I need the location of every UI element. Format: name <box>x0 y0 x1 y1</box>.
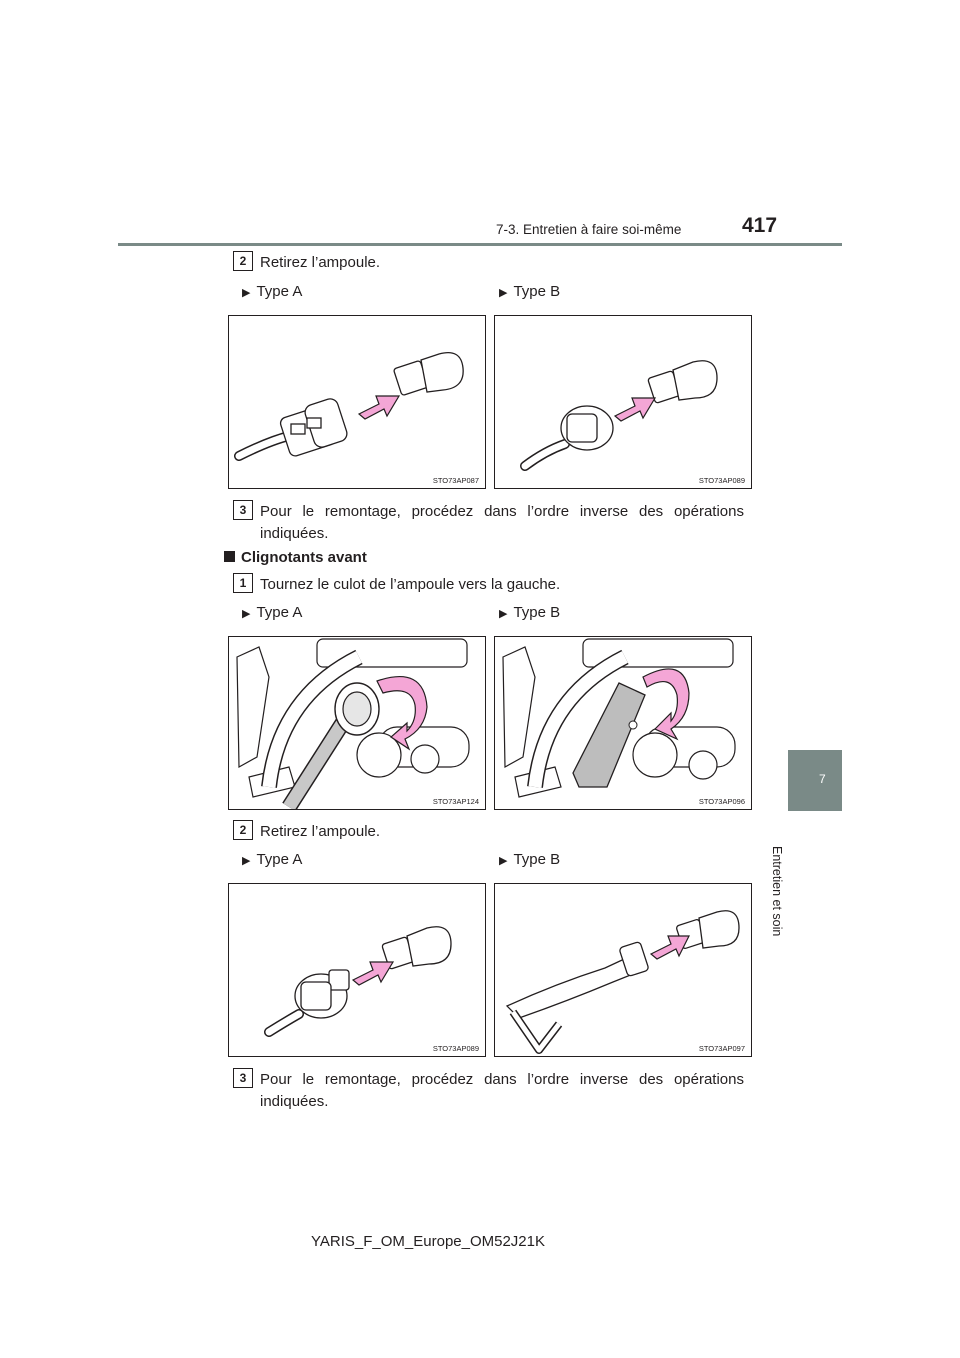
step-text: Retirez l’ampoule. <box>260 823 381 840</box>
step-badge: 1 <box>233 573 253 593</box>
type-b-label: ▶Type B <box>499 283 561 300</box>
chapter-tab: 7 <box>788 750 842 811</box>
step-badge: 2 <box>233 820 253 840</box>
step-badge: 3 <box>233 1068 253 1088</box>
image-code: STO73AP096 <box>698 797 745 806</box>
step-text-continued: indiquées. <box>260 1093 329 1110</box>
illustration-bulb-removal-type-b: STO73AP089 <box>494 315 752 489</box>
page-number: 417 <box>742 214 778 237</box>
illustration-bulb-removal-type-a: STO73AP089 <box>228 883 486 1057</box>
step-text: Pour le remontage, procédez dans l’ordre… <box>260 1071 744 1088</box>
step-text: Pour le remontage, procédez dans l’ordre… <box>260 503 744 520</box>
type-a-label: ▶Type A <box>242 283 303 300</box>
illustration-socket-turn-type-a: STO73AP124 <box>228 636 486 810</box>
step-badge: 3 <box>233 500 253 520</box>
type-a-label: ▶Type A <box>242 851 303 868</box>
triangle-right-icon: ▶ <box>242 855 251 867</box>
illustration-bulb-removal-type-a: STO73AP087 <box>228 315 486 489</box>
image-code: STO73AP089 <box>432 1044 479 1053</box>
image-code: STO73AP087 <box>432 476 479 485</box>
chapter-number: 7 <box>819 772 826 786</box>
triangle-right-icon: ▶ <box>499 287 508 299</box>
step-text-continued: indiquées. <box>260 525 329 542</box>
image-code: STO73AP124 <box>432 797 479 806</box>
section-header: 7-3. Entretien à faire soi-même <box>496 222 682 237</box>
step-text: Tournez le culot de l’ampoule vers la ga… <box>260 576 561 593</box>
chapter-title: Entretien et soin <box>770 846 784 937</box>
type-b-label: ▶Type B <box>499 604 561 621</box>
image-code: STO73AP097 <box>698 1044 745 1053</box>
triangle-right-icon: ▶ <box>499 608 508 620</box>
image-code: STO73AP089 <box>698 476 745 485</box>
step-text: Retirez l’ampoule. <box>260 254 381 271</box>
square-bullet-icon <box>224 551 235 562</box>
header-rule <box>118 243 842 246</box>
section-title: Clignotants avant <box>224 549 367 566</box>
type-b-label: ▶Type B <box>499 851 561 868</box>
illustration-bulb-removal-type-b: STO73AP097 <box>494 883 752 1057</box>
triangle-right-icon: ▶ <box>499 855 508 867</box>
illustration-socket-turn-type-b: STO73AP096 <box>494 636 752 810</box>
triangle-right-icon: ▶ <box>242 287 251 299</box>
document-id: YARIS_F_OM_Europe_OM52J21K <box>311 1233 546 1250</box>
step-badge: 2 <box>233 251 253 271</box>
triangle-right-icon: ▶ <box>242 608 251 620</box>
type-a-label: ▶Type A <box>242 604 303 621</box>
